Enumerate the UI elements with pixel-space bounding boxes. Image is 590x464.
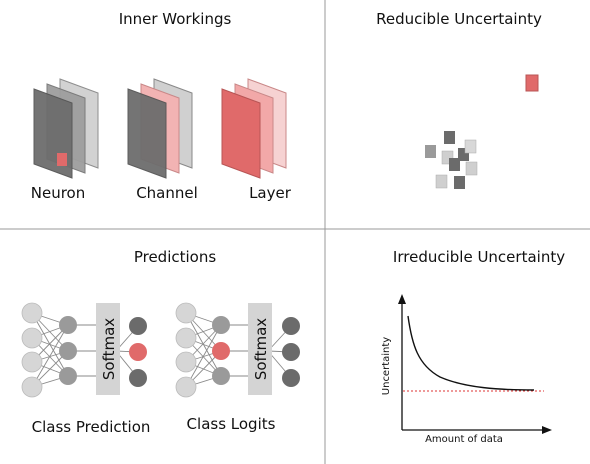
cluster-sample [441,150,454,165]
neuron-highlight [57,153,67,166]
x-axis-label: Amount of data [425,434,503,445]
neuron-label: Neuron [31,184,85,202]
softmax-label: Softmax [100,318,118,380]
y-axis-arrow [398,294,406,304]
inner-workings-title: Inner Workings [119,10,232,28]
network-connections [185,312,292,388]
sample-cluster [425,131,478,189]
hidden-node [59,342,77,360]
reducible-uncertainty-title: Reducible Uncertainty [376,10,542,28]
softmax-block [248,303,272,395]
network-connections [31,312,139,388]
cluster-sample [425,145,436,158]
cluster-sample [449,158,460,171]
y-axis-label: Uncertainty [381,337,392,396]
cluster-sample [465,161,478,176]
class-prediction-network: Softmax [21,302,147,398]
neuron-stack [33,78,99,179]
input-node [21,327,43,349]
irreducible-uncertainty-panel: Irreducible Uncertainty Uncertainty Amou… [381,248,565,445]
output-node [282,369,300,387]
class-logits-label: Class Logits [187,415,276,433]
reducible-uncertainty-panel: Reducible Uncertainty [376,10,542,189]
output-node [282,343,300,361]
input-node [175,327,197,349]
hidden-node-selected [212,342,230,360]
layer-sheet-front [221,88,261,179]
predictions-title: Predictions [134,248,217,266]
cluster-sample [458,148,469,161]
channel-label: Channel [136,184,198,202]
class-prediction-label: Class Prediction [32,418,151,436]
output-node-selected [129,343,147,361]
hidden-node [212,367,230,385]
input-node [21,302,43,324]
cluster-sample [454,176,465,189]
irreducible-uncertainty-title: Irreducible Uncertainty [393,248,565,266]
x-axis-arrow [542,426,552,434]
inner-workings-panel: Inner Workings Neuron Channel Layer [31,10,292,202]
layer-stack [221,78,287,179]
cluster-sample [444,131,455,144]
input-node [21,351,43,373]
class-logits-network: Softmax [175,302,300,398]
softmax-block [96,303,120,395]
input-node [175,302,197,324]
uncertainty-curve [407,315,535,391]
channel-stack [127,78,193,179]
cluster-sample [435,174,448,189]
softmax-label: Softmax [252,318,270,380]
output-node [282,317,300,335]
hidden-node [212,316,230,334]
uncertainty-plot: Uncertainty Amount of data [381,294,552,445]
hidden-node [59,316,77,334]
input-node [175,376,197,398]
predictions-panel: Predictions Softmax Class Pre [21,248,300,436]
channel-sheet-front [127,88,167,179]
output-node [129,369,147,387]
cluster-sample [464,139,477,154]
input-node [175,351,197,373]
outlier-sample [525,74,539,92]
layer-label: Layer [249,184,292,202]
input-node [21,376,43,398]
hidden-node [59,367,77,385]
output-node [129,317,147,335]
